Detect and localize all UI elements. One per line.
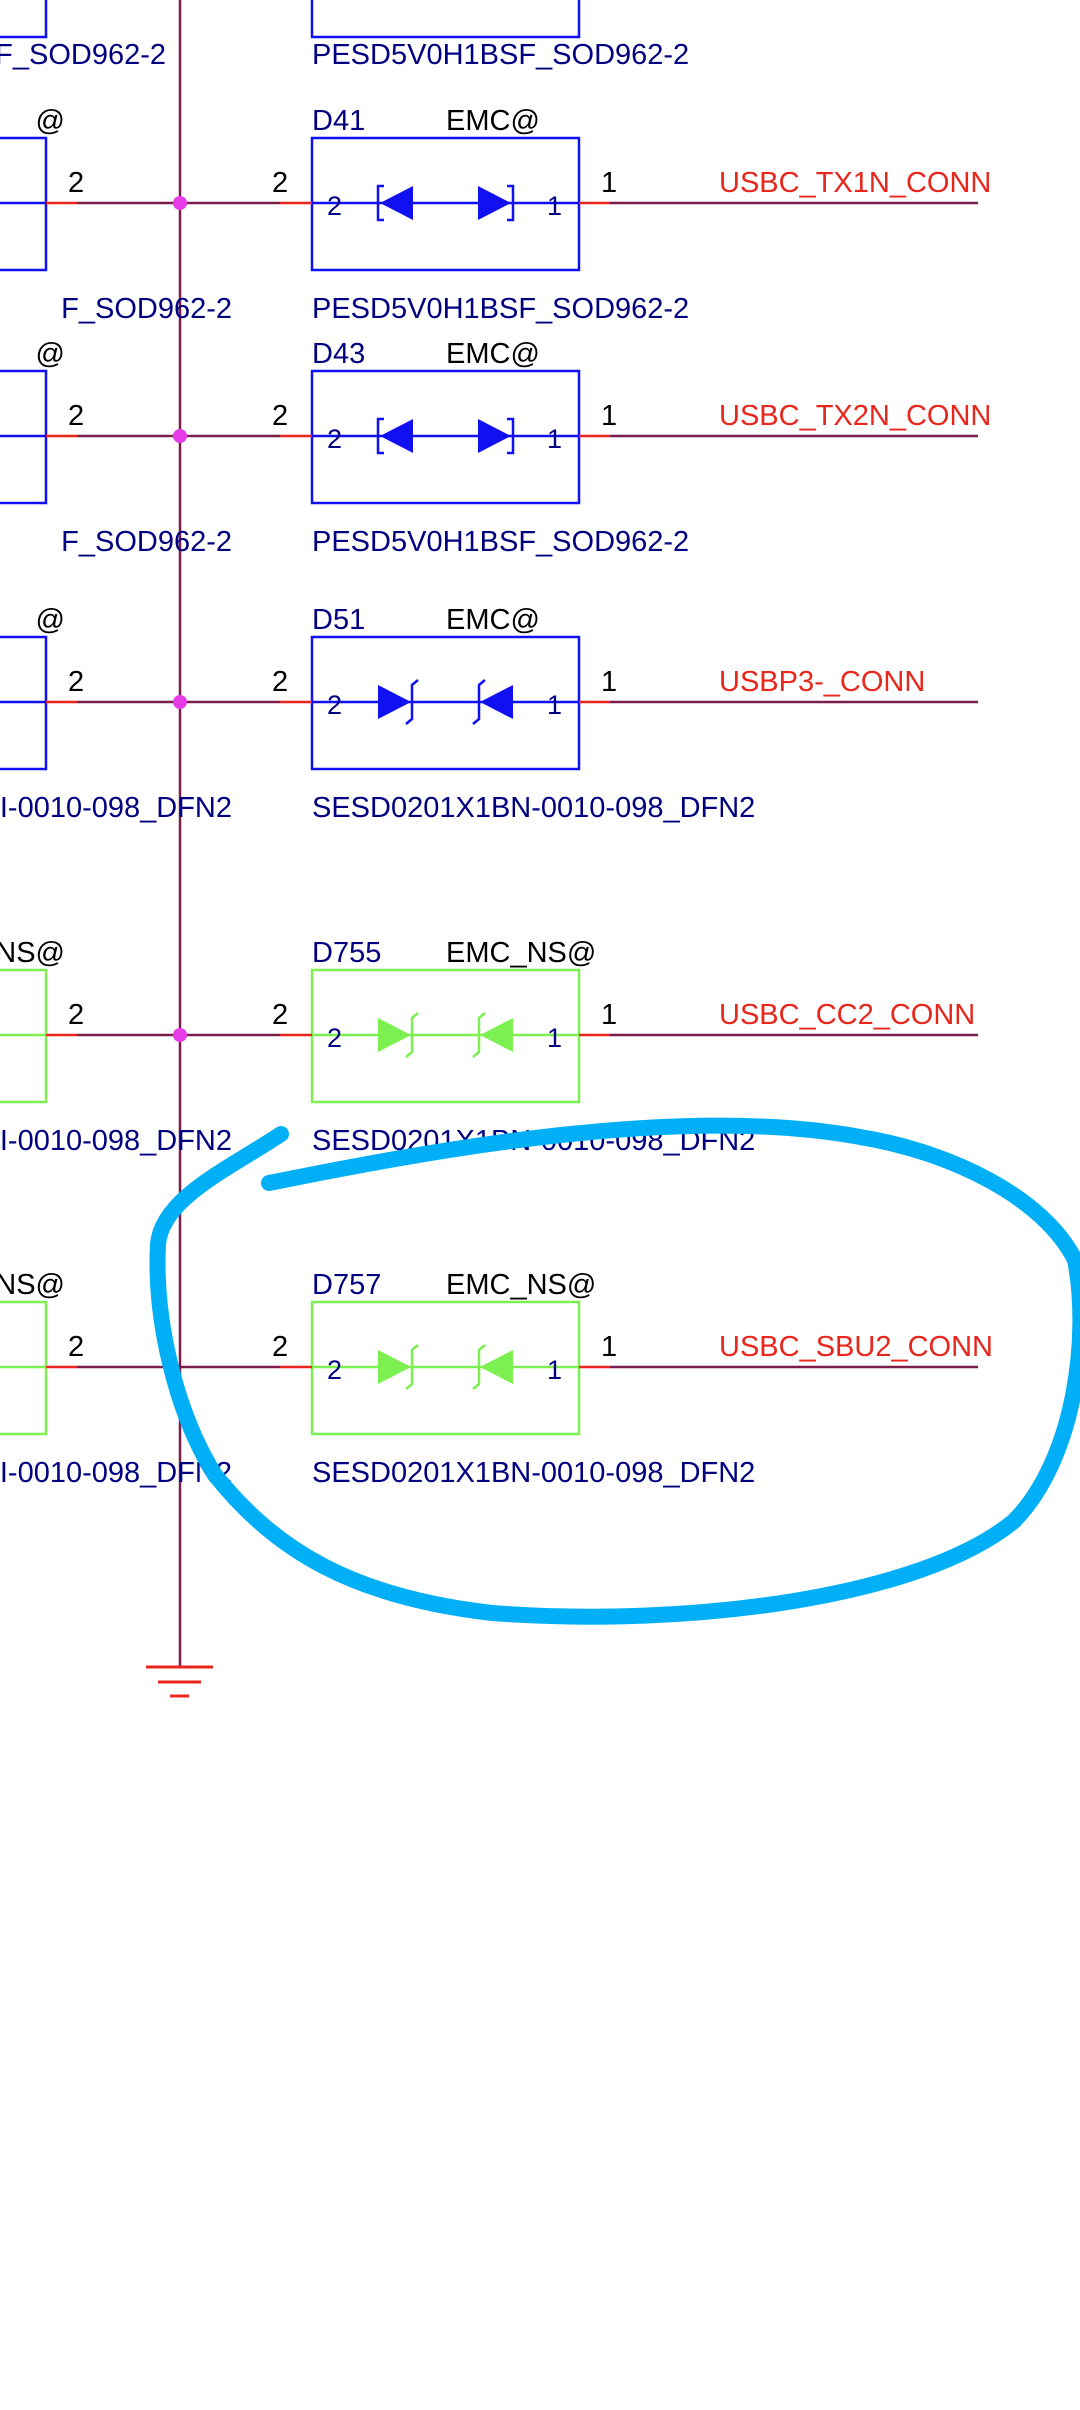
junction-dot [173,1028,187,1042]
inner-pin-number: 2 [327,1023,342,1053]
hand-drawn-circle-annotation [149,1117,1080,1625]
pin-number: 1 [601,400,617,432]
inner-pin-number: 1 [547,1355,562,1385]
inner-pin-number: 2 [327,191,342,221]
variant-label: EMC_NS@ [446,1269,596,1301]
left-part-label: I-0010-098_DFN2 [0,792,232,824]
left-part-label: I-0010-098_DFN2 [0,1457,232,1489]
pin-number: 1 [601,666,617,698]
net-label[interactable]: USBC_TX1N_CONN [719,167,991,199]
net-label[interactable]: USBC_TX2N_CONN [719,400,991,432]
pin-number: 2 [272,666,288,698]
inner-pin-number: 1 [547,424,562,454]
pin-number: 2 [68,666,84,698]
part-number-label: SESD0201X1BN-0010-098_DFN2 [312,792,755,824]
ground-symbol-icon [146,1665,213,1698]
designator-label: D755 [312,937,381,969]
left-variant-label: NS@ [0,937,65,969]
inner-pin-number: 1 [547,191,562,221]
pin-number: 2 [68,1331,84,1363]
partial-right-part-label: PESD5V0H1BSF_SOD962-2 [312,39,689,71]
part-number-label: PESD5V0H1BSF_SOD962-2 [312,293,689,325]
bidirectional-tvs-icon [376,417,515,455]
variant-label: EMC@ [446,338,540,370]
zener-diode-pair-icon [378,1344,513,1390]
left-variant-label: @ [36,338,65,370]
variant-label: EMC@ [446,604,540,636]
partial-component-box-right [310,0,581,39]
tvs-diode-row-d51[interactable]: @ D51 EMC@ 2 2 1 2 1 USBP3-_CONN I-0010-098_DFN2 S… [0,604,978,824]
left-part-label: I-0010-098_DFN2 [0,1125,232,1157]
left-variant-label: @ [36,604,65,636]
designator-label: D41 [312,105,365,137]
left-variant-label: @ [36,105,65,137]
inner-pin-number: 1 [547,1023,562,1053]
part-number-label: SESD0201X1BN-0010-098_DFN2 [312,1457,755,1489]
junction-dot [173,695,187,709]
zener-diode-pair-icon [378,1012,513,1058]
variant-label: EMC@ [446,105,540,137]
tvs-diode-row-d755[interactable]: NS@ D755 EMC_NS@ 2 2 1 2 1 USBC_CC2_CONN I-0010-0… [0,937,978,1157]
inner-pin-number: 2 [327,690,342,720]
partial-component-box-left [0,0,48,39]
pin-number: 2 [68,400,84,432]
left-variant-label: NS@ [0,1269,65,1301]
zener-diode-pair-icon [378,679,513,725]
bidirectional-tvs-icon [376,184,515,222]
pin-number: 1 [601,167,617,199]
net-label[interactable]: USBC_CC2_CONN [719,999,975,1031]
pin-number: 1 [601,999,617,1031]
inner-pin-number: 2 [327,424,342,454]
tvs-diode-row-d757[interactable]: NS@ D757 EMC_NS@ 2 2 1 2 1 USBC_SBU2_CONN I-0010-… [0,1269,993,1489]
pin-number: 2 [68,167,84,199]
left-part-label: F_SOD962-2 [61,526,232,558]
net-label[interactable]: USBC_SBU2_CONN [719,1331,993,1363]
left-part-label: F_SOD962-2 [61,293,232,325]
tvs-diode-row-d43[interactable]: @ D43 EMC@ 2 2 1 2 1 USBC_TX2N_CONN F_SOD962-2 PES… [0,338,991,558]
tvs-diode-row-d41[interactable]: @ D41 EMC@ 2 2 1 2 1 USBC_TX1N_CONN F_SOD962-2 PES… [0,105,991,325]
pin-number: 2 [272,999,288,1031]
designator-label: D43 [312,338,365,370]
pin-number: 2 [68,999,84,1031]
pin-number: 2 [272,1331,288,1363]
junction-dot [173,429,187,443]
pin-number: 2 [272,167,288,199]
inner-pin-number: 2 [327,1355,342,1385]
junction-dot [173,196,187,210]
partial-left-part-label: F_SOD962-2 [0,39,166,71]
variant-label: EMC_NS@ [446,937,596,969]
part-number-label: PESD5V0H1BSF_SOD962-2 [312,526,689,558]
inner-pin-number: 1 [547,690,562,720]
pin-number: 2 [272,400,288,432]
net-label[interactable]: USBP3-_CONN [719,666,925,698]
designator-label: D757 [312,1269,381,1301]
pin-number: 1 [601,1331,617,1363]
designator-label: D51 [312,604,365,636]
